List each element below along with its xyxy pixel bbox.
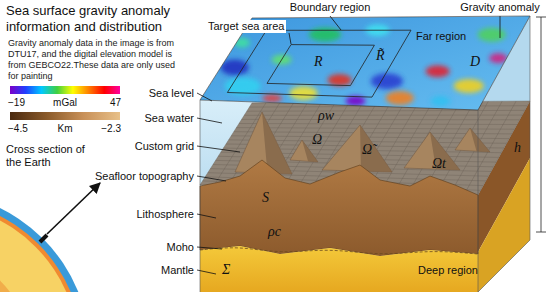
gravity-map-part <box>290 86 318 100</box>
layer-label: Moho <box>166 241 194 254</box>
leader-line-part <box>289 33 291 44</box>
symbol: R̃ <box>376 48 385 64</box>
earth-block-part <box>360 125 392 172</box>
gravity-map-part <box>386 91 414 105</box>
gravity-map-part <box>454 79 484 93</box>
layer-label: Mantle <box>161 264 194 277</box>
scale-unit: Km <box>58 122 73 135</box>
leader-line-part <box>197 270 216 274</box>
earth-section-part <box>0 199 83 292</box>
block-outline-part <box>200 16 530 110</box>
earth-block-part <box>322 125 392 172</box>
scale-value: −2.3 <box>101 122 121 135</box>
earth-section-part <box>0 203 79 292</box>
gravity-map-part <box>221 59 249 75</box>
symbol: S <box>262 190 269 206</box>
earth-section-part <box>39 234 49 244</box>
leader-line-part <box>500 16 501 38</box>
symbol: Ω̃ <box>362 142 372 158</box>
earth-block-part <box>200 246 478 292</box>
symbol: D <box>470 54 480 70</box>
layer-label: Sea water <box>144 112 194 125</box>
gravity-map-part <box>200 16 530 110</box>
leader-line-part <box>197 176 226 181</box>
region-label: Deep region <box>418 264 478 277</box>
depth-dimension <box>536 17 546 232</box>
gravity-map-part <box>478 28 506 42</box>
source-note: Gravity anomaly data in the image is fro… <box>8 38 186 82</box>
earth-block-part <box>470 128 490 152</box>
symbol: ρw <box>318 108 334 124</box>
symbol: ρc <box>268 224 281 240</box>
color-bar <box>10 86 120 120</box>
layer-label: Custom grid <box>135 140 194 153</box>
scale-value: −19 <box>8 96 25 109</box>
gravity-map-part <box>371 73 403 89</box>
earth-block <box>200 16 530 292</box>
color-bar-part <box>10 86 120 94</box>
region-outline-part <box>227 30 411 97</box>
block-outline-part <box>200 100 201 292</box>
figure-caption: Cross section of the Earth <box>6 143 94 169</box>
earth-block-part <box>200 160 478 256</box>
gravity-map <box>200 16 530 110</box>
gravity-map-part <box>262 94 282 102</box>
scale-value: 47 <box>110 96 121 109</box>
block-outline <box>200 16 530 292</box>
leader-line-part <box>197 93 212 101</box>
depth-dimension-part <box>536 232 546 233</box>
region-label: Far region <box>416 30 466 43</box>
scale-unit: mGal <box>53 96 77 109</box>
region-label: Gravity anomaly <box>460 1 539 14</box>
earth-section <box>0 183 100 292</box>
symbol: Ω <box>312 132 322 148</box>
symbol: h <box>514 140 521 156</box>
leader-line-part <box>197 214 216 218</box>
leader-line-part <box>330 16 341 30</box>
earth-block-part <box>200 248 478 254</box>
color-bar-part <box>10 112 120 120</box>
region-outline <box>227 30 411 97</box>
diagram-title: Sea surface gravity anomaly information … <box>6 3 211 35</box>
region-outline-part <box>267 45 374 86</box>
layer-label: Lithosphere <box>137 208 195 221</box>
depth-dimension-part <box>536 17 546 18</box>
gravity-map-part <box>430 96 450 106</box>
leader-line <box>197 16 500 274</box>
leader-line-part <box>197 118 222 123</box>
symbol: R <box>314 54 323 70</box>
gravity-map-part <box>328 74 352 86</box>
leader-line-part <box>197 247 222 249</box>
scale-value: −4.5 <box>8 122 28 135</box>
earth-block-part <box>455 128 490 152</box>
depth-dimension-part <box>541 17 542 232</box>
leader-line-part <box>197 146 240 152</box>
layer-label: Seafloor topography <box>95 170 194 183</box>
earth-section-part <box>0 192 90 292</box>
gravity-map-part <box>309 28 341 42</box>
gravity-map-part <box>346 96 366 106</box>
earth-section-part <box>47 183 100 234</box>
earth-block-part <box>450 101 502 194</box>
earth-section-part <box>0 252 30 292</box>
symbol: Ωt <box>432 156 446 172</box>
symbol: Σ <box>222 262 230 278</box>
block-outline-part <box>478 16 530 292</box>
gravity-map-part <box>426 65 450 77</box>
layer-label: Sea level <box>149 87 194 100</box>
region-label: Target sea area <box>206 20 286 33</box>
region-label: Boundary region <box>290 1 371 14</box>
